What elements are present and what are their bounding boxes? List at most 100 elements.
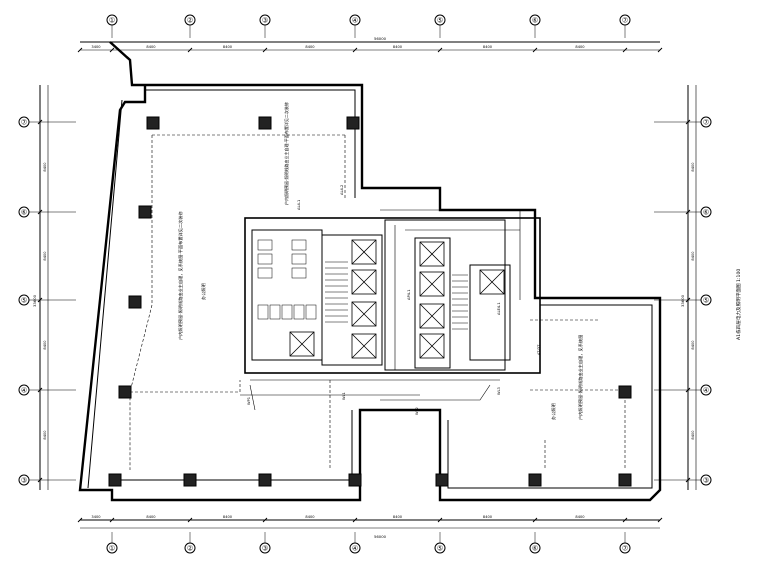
- row-axis-bubble: ③: [700, 474, 712, 486]
- structural-column: [528, 473, 542, 487]
- svg-text:⑤: ⑤: [21, 297, 27, 305]
- overall-dimension-text: 56000: [374, 36, 387, 41]
- row-axis-bubble: ⑦: [18, 116, 30, 128]
- overall-dimension-text: 33600: [32, 294, 37, 307]
- svg-text:⑤: ⑤: [703, 297, 709, 305]
- dimension-text: 3400: [91, 515, 101, 519]
- column-axis-bubble: ②: [184, 542, 196, 554]
- column-axis-bubble: ⑤: [434, 542, 446, 554]
- dimension-text: 8400: [483, 45, 493, 49]
- structural-column: [435, 473, 449, 487]
- dimension-text: 8400: [691, 430, 695, 440]
- dimension-text: 8400: [483, 515, 493, 519]
- row-axis-bubble: ⑥: [700, 206, 712, 218]
- structural-column: [183, 473, 197, 487]
- structural-column: [146, 116, 160, 130]
- row-axis-bubble: ⑤: [18, 294, 30, 306]
- circuit-label: AT-DT: [537, 344, 541, 355]
- svg-text:②: ②: [187, 545, 193, 553]
- left-zone-tag: 办公照明: [200, 283, 207, 300]
- dimension-text: 8400: [691, 251, 695, 261]
- structural-column: [348, 473, 362, 487]
- dimension-text: 8400: [305, 515, 315, 519]
- column-axis-bubble: ①: [106, 14, 118, 26]
- svg-text:⑥: ⑥: [703, 209, 709, 217]
- structural-column: [258, 116, 272, 130]
- circuit-label: WL1: [342, 392, 346, 400]
- row-axis-bubble: ⑥: [18, 206, 30, 218]
- dimension-text: 8400: [43, 430, 47, 440]
- row-axis-bubble: ⑤: [700, 294, 712, 306]
- svg-text:①: ①: [109, 17, 115, 25]
- circuit-label: WL3: [497, 387, 501, 395]
- drawing-title: A1栋四层电力及照明平面图 1:100: [735, 269, 742, 340]
- svg-text:⑤: ⑤: [437, 17, 443, 25]
- svg-text:⑦: ⑦: [703, 119, 709, 127]
- dimension-text: 8400: [691, 340, 695, 350]
- row-axis-bubble: ④: [700, 384, 712, 396]
- column-axis-bubble: ⑥: [529, 14, 541, 26]
- svg-text:⑥: ⑥: [532, 545, 538, 553]
- dimension-text: 8400: [223, 45, 233, 49]
- circuit-label: AL4-1: [297, 200, 301, 210]
- svg-text:⑥: ⑥: [532, 17, 538, 25]
- svg-text:⑦: ⑦: [622, 545, 628, 553]
- svg-text:④: ④: [352, 17, 358, 25]
- dimension-text: 8400: [575, 515, 585, 519]
- structural-column: [618, 473, 632, 487]
- column-axis-bubble: ④: [349, 14, 361, 26]
- dimension-text: 8400: [43, 340, 47, 350]
- overall-dimension-text: 33600: [680, 294, 685, 307]
- structural-column: [346, 116, 360, 130]
- structural-column: [618, 385, 632, 399]
- column-axis-bubble: ④: [349, 542, 361, 554]
- svg-text:⑥: ⑥: [21, 209, 27, 217]
- circuit-label: WP1: [247, 397, 251, 405]
- right-zone-tag: 办公照明: [550, 403, 557, 420]
- svg-text:③: ③: [262, 17, 268, 25]
- structural-column: [258, 473, 272, 487]
- svg-text:④: ④: [352, 545, 358, 553]
- svg-text:①: ①: [109, 545, 115, 553]
- dimension-text: 8400: [305, 45, 315, 49]
- svg-text:②: ②: [187, 17, 193, 25]
- dimension-text: 8400: [146, 45, 156, 49]
- row-axis-bubble: ④: [18, 384, 30, 396]
- dimension-text: 8400: [393, 515, 403, 519]
- column-axis-bubble: ⑦: [619, 14, 631, 26]
- structural-column: [138, 205, 152, 219]
- row-axis-bubble: ③: [18, 474, 30, 486]
- dimension-text: 8400: [393, 45, 403, 49]
- svg-text:③: ③: [703, 477, 709, 485]
- structural-column: [108, 473, 122, 487]
- svg-text:⑤: ⑤: [437, 545, 443, 553]
- circuit-label: AP4-1: [407, 290, 411, 301]
- svg-text:④: ④: [703, 387, 709, 395]
- dimension-text: 3400: [91, 45, 101, 49]
- circuit-label: WL2: [415, 407, 419, 415]
- svg-text:⑦: ⑦: [21, 119, 27, 127]
- left-zone-note: 户内照明预留-照明线路由业主自理，见系统图-平面布置详见二次装修: [177, 211, 184, 340]
- dimension-text: 8400: [691, 162, 695, 172]
- dimension-text: 8400: [575, 45, 585, 49]
- column-axis-bubble: ⑤: [434, 14, 446, 26]
- dimension-text: 8400: [223, 515, 233, 519]
- column-axis-bubble: ⑥: [529, 542, 541, 554]
- structural-column: [128, 295, 142, 309]
- right-zone-note: 户内照明预留-照明线路由业主自理，见系统图: [577, 335, 584, 420]
- column-axis-bubble: ⑦: [619, 542, 631, 554]
- dimension-text: 8400: [43, 251, 47, 261]
- circuit-label: ALE4-1: [497, 302, 501, 315]
- svg-text:③: ③: [262, 545, 268, 553]
- svg-text:③: ③: [21, 477, 27, 485]
- row-axis-bubble: ⑦: [700, 116, 712, 128]
- top-zone-note: 户内照明预留-照明线路由业主自理-平面布置详见二次装修: [283, 102, 289, 205]
- column-axis-bubble: ②: [184, 14, 196, 26]
- overall-dimension-text: 56000: [374, 534, 387, 539]
- column-axis-bubble: ①: [106, 542, 118, 554]
- circuit-label: AL4-2: [340, 185, 344, 195]
- svg-text:⑦: ⑦: [622, 17, 628, 25]
- dimension-text: 8400: [43, 162, 47, 172]
- column-axis-bubble: ③: [259, 542, 271, 554]
